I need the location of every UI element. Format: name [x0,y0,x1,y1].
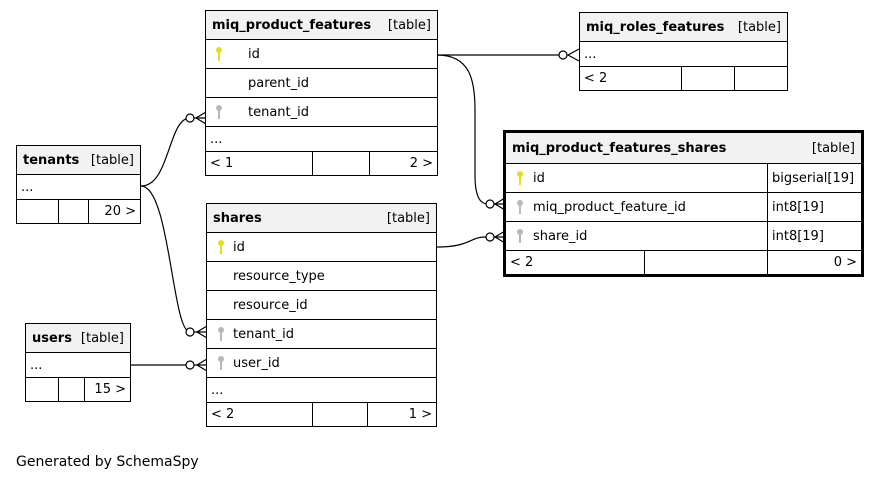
column-type: bigserial[19] [767,164,861,192]
table-header: miq_product_features [table] [206,11,437,39]
table-header: miq_product_features_shares [table] [506,133,861,163]
primary-key-icon [216,47,222,61]
table-footer: < 2 0 > [506,250,861,274]
link-end-mpfs-feature [485,199,495,209]
table-name: miq_product_features_shares [512,140,727,156]
parents-count[interactable]: < 2 [211,407,235,422]
column-type: int8[19] [767,222,861,250]
column-type: int8[19] [767,193,861,221]
parents-count [26,378,58,401]
column-name: resource_id [233,297,308,313]
column-name: resource_type [233,268,325,284]
table-kind: [table] [386,210,430,226]
column-row-resource-id[interactable]: resource_id [207,290,436,319]
table-name: tenants [23,152,80,168]
link-end-shares-user [185,360,195,370]
column-name: tenant_id [248,104,310,120]
table-kind: [table] [737,19,781,35]
table-footer: 15 > [26,377,130,401]
link-tenants-to-mpf [140,117,205,187]
table-footer: < 1 2 > [206,151,437,175]
table-kind: [table] [80,330,124,346]
foreign-key-icon [517,229,523,243]
column-name: id [233,239,245,255]
table-header: tenants [table] [17,146,140,174]
column-name: parent_id [248,75,309,91]
table-tenants[interactable]: tenants [table] ... 20 > [16,145,141,224]
columns-count [312,152,369,175]
table-miq-product-features-shares[interactable]: miq_product_features_shares [table] id b… [503,130,864,277]
columns-count [681,67,734,90]
table-footer: 20 > [17,199,140,223]
foreign-key-icon [218,327,224,341]
column-name: miq_product_feature_id [533,199,686,215]
column-row-miq-product-feature-id[interactable]: miq_product_feature_id int8[19] [506,192,861,221]
column-row-tenant-id[interactable]: tenant_id [206,97,437,126]
table-kind: [table] [811,140,855,156]
table-shares[interactable]: shares [table] id resource_type resource… [206,203,437,427]
column-row-user-id[interactable]: user_id [207,348,436,377]
parents-count[interactable]: < 2 [584,71,608,86]
columns-count [58,378,84,401]
table-name: miq_product_features [212,17,372,33]
column-row-tenant-id[interactable]: tenant_id [207,319,436,348]
table-name: users [32,330,72,346]
column-name: tenant_id [233,326,295,342]
table-footer: < 2 [580,66,787,90]
more-columns: ... [207,377,436,402]
more-columns: ... [206,126,437,151]
parents-count[interactable]: < 2 [510,255,534,270]
columns-count [58,200,88,223]
column-name: id [533,170,545,186]
generated-by-caption: Generated by SchemaSpy [16,454,199,470]
column-row-id[interactable]: id [206,39,437,68]
column-name: id [248,46,260,62]
table-kind: [table] [90,152,134,168]
more-columns: ... [26,352,130,377]
table-miq-product-features[interactable]: miq_product_features [table] id parent_i… [205,10,438,176]
foreign-key-icon [218,356,224,370]
link-end-shares-tenant [185,327,195,337]
table-footer: < 2 1 > [207,402,436,426]
table-name: miq_roles_features [586,19,725,35]
more-columns: ... [580,41,787,66]
table-header: shares [table] [207,204,436,232]
column-row-resource-type[interactable]: resource_type [207,261,436,290]
link-end-mpfs-share [485,232,495,242]
link-end-mpf-tenant [185,113,195,123]
more-columns: ... [17,174,140,199]
primary-key-icon [218,240,224,254]
children-count[interactable]: 2 > [369,152,437,175]
primary-key-icon [517,171,523,185]
column-name: share_id [533,228,588,244]
column-row-parent-id[interactable]: parent_id [206,68,437,97]
children-count[interactable]: 1 > [367,403,436,426]
children-count[interactable]: 15 > [84,378,130,401]
foreign-key-icon [517,200,523,214]
table-header: miq_roles_features [table] [580,13,787,41]
link-mpf-to-mpfs [436,54,503,205]
link-shares-to-mpfs [436,236,503,248]
foreign-key-icon [216,105,222,119]
parents-count[interactable]: < 1 [210,156,234,171]
column-row-share-id[interactable]: share_id int8[19] [506,221,861,250]
table-name: shares [213,210,262,226]
columns-count [644,251,767,274]
column-row-id[interactable]: id bigserial[19] [506,163,861,192]
table-users[interactable]: users [table] ... 15 > [25,323,131,402]
table-header: users [table] [26,324,130,352]
link-tenants-to-shares [140,185,206,333]
link-end-roles-features [558,50,568,60]
column-row-id[interactable]: id [207,232,436,261]
column-name: user_id [233,355,280,371]
parents-count [17,200,58,223]
columns-count [312,403,367,426]
table-miq-roles-features[interactable]: miq_roles_features [table] ... < 2 [579,12,788,91]
children-count[interactable]: 20 > [88,200,140,223]
children-count [734,67,787,90]
children-count[interactable]: 0 > [767,251,861,274]
table-kind: [table] [387,17,431,33]
